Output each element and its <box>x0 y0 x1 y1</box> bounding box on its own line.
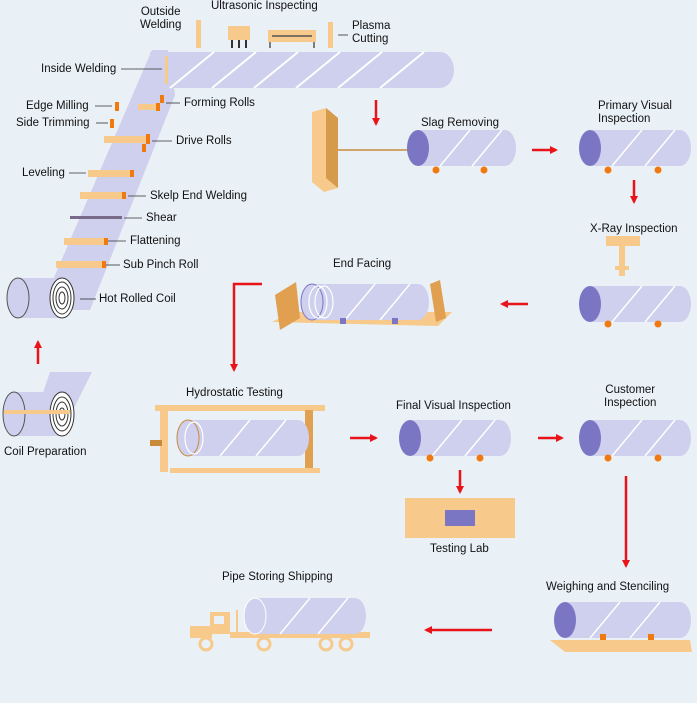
label-xray-inspection: X-Ray Inspection <box>590 223 678 235</box>
label-skelp-end-welding: Skelp End Welding <box>150 190 247 202</box>
sub-pinch-roll <box>56 261 106 268</box>
forming-rolls <box>138 95 164 111</box>
label-side-trimming: Side Trimming <box>16 117 90 129</box>
final-visual-pipe <box>399 419 511 462</box>
flattening-rolls <box>64 238 108 245</box>
label-drive-rolls: Drive Rolls <box>176 135 232 147</box>
label-customer-inspection: Customer Inspection <box>604 384 657 409</box>
label-hot-rolled-coil: Hot Rolled Coil <box>99 293 176 305</box>
label-weighing-and-stenciling: Weighing and Stenciling <box>546 581 670 593</box>
slag-removing-station <box>312 108 516 192</box>
label-plasma-cutting: Plasma Cutting <box>352 20 391 45</box>
label-primary-visual-inspection: Primary Visual Inspection <box>598 100 672 125</box>
label-leveling: Leveling <box>22 167 65 179</box>
label-hydrostatic-testing: Hydrostatic Testing <box>186 387 283 399</box>
hydrostatic-testing-station <box>150 405 325 473</box>
label-outside-welding: Outside Welding <box>140 6 182 31</box>
label-end-facing: End Facing <box>333 258 392 270</box>
label-inside-welding: Inside Welding <box>41 63 117 75</box>
label-forming-rolls: Forming Rolls <box>184 97 255 109</box>
shear-blade <box>70 216 122 219</box>
customer-inspection-pipe <box>579 419 691 462</box>
ultrasonic-equipment <box>228 26 250 48</box>
label-testing-lab: Testing Lab <box>430 543 489 555</box>
weighing-stenciling-station <box>550 601 692 652</box>
leveling-rolls <box>88 170 134 177</box>
flow-arrows <box>34 100 638 634</box>
xray-station <box>579 236 691 328</box>
drive-rolls <box>104 134 150 152</box>
label-shear: Shear <box>146 212 177 224</box>
leader-lines <box>69 34 348 300</box>
testing-lab-box <box>405 498 515 538</box>
inside-welding-rod <box>165 56 168 84</box>
label-coil-preparation: Coil Preparation <box>4 446 87 458</box>
side-trimming-tool <box>110 119 114 128</box>
end-facing-station <box>272 280 452 330</box>
main-spiral-pipe <box>150 51 454 89</box>
label-final-visual-inspection: Final Visual Inspection <box>396 400 511 412</box>
label-edge-milling: Edge Milling <box>26 100 89 112</box>
label-ultrasonic-inspecting: Ultrasonic Inspecting <box>211 0 318 12</box>
skelp-end-welding-tool <box>80 192 126 199</box>
plasma-cutting-equipment <box>268 22 333 48</box>
shipping-truck <box>190 597 370 652</box>
hot-rolled-coil <box>6 277 75 319</box>
label-pipe-storing-shipping: Pipe Storing Shipping <box>222 571 333 583</box>
primary-visual-pipe <box>579 129 691 174</box>
edge-milling-tool <box>115 102 119 111</box>
label-flattening: Flattening <box>130 235 181 247</box>
label-slag-removing: Slag Removing <box>421 117 499 129</box>
coil-preparation-coil <box>2 391 75 437</box>
label-sub-pinch-roll: Sub Pinch Roll <box>123 259 199 271</box>
arrow-to-hydrostatic <box>230 282 262 372</box>
outside-welding-equipment <box>196 20 201 48</box>
